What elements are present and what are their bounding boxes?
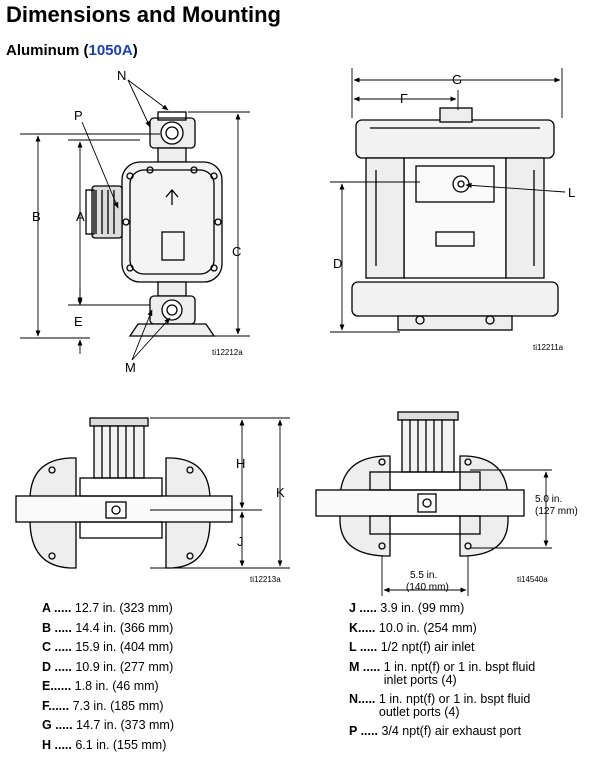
dim-label-d: D	[333, 256, 342, 271]
legend-row-h: H ..... 6.1 in. (155 mm)	[42, 736, 174, 756]
legend-key: G .....	[42, 718, 73, 732]
top-view-drawing	[15, 417, 233, 569]
dim-label-c: C	[232, 244, 241, 259]
legend-key: F......	[42, 698, 70, 713]
legend-row-c: C ..... 15.9 in. (404 mm)	[42, 638, 174, 658]
legend-value: 12.7 in. (323 mm)	[74, 601, 173, 615]
subtitle-suffix: )	[132, 42, 138, 59]
legend-key: A .....	[42, 601, 72, 615]
subtitle-prefix: Aluminum (	[6, 42, 89, 59]
legend-row-j: J ..... 3.9 in. (99 mm)	[349, 599, 535, 619]
side-view-dimensions	[20, 79, 250, 361]
legend-row-a: A ..... 12.7 in. (323 mm)	[42, 599, 174, 619]
legend-right: J ..... 3.9 in. (99 mm) K..... 10.0 in. …	[349, 599, 535, 741]
callout-m: M	[125, 360, 136, 375]
legend-value: 10.9 in. (277 mm)	[75, 659, 174, 674]
legend-row-g: G ..... 14.7 in. (373 mm)	[42, 716, 174, 736]
legend-row-k: K..... 10.0 in. (254 mm)	[349, 619, 535, 639]
dim-5-0-in: 5.0 in.	[535, 494, 562, 505]
legend-value: 1.8 in. (46 mm)	[74, 679, 159, 693]
legend-key: H .....	[42, 737, 72, 752]
legend-row-p: P ..... 3/4 npt(f) air exhaust port	[349, 722, 535, 742]
callout-n-side: N	[117, 68, 126, 83]
section-subtitle: Aluminum (1050A)	[6, 42, 138, 59]
legend-value: 3/4 npt(f) air exhaust port	[381, 723, 522, 738]
figure-id-top: ti12213a	[250, 575, 281, 584]
legend-row-e: E...... 1.8 in. (46 mm)	[42, 677, 174, 697]
legend-value-line1: 1 in. npt(f) or 1 in. bspt fluid	[378, 691, 531, 706]
model-number: 1050A	[88, 42, 133, 59]
dim-label-g: G	[452, 72, 462, 87]
legend-key: D .....	[42, 659, 72, 674]
legend-key: K.....	[349, 620, 376, 635]
dim-label-h: H	[236, 456, 245, 471]
top-view-2-dimensions	[381, 469, 552, 596]
dim-5-5-in: 5.5 in.	[410, 570, 437, 581]
legend-key: M .....	[349, 659, 381, 674]
legend-value: 6.1 in. (155 mm)	[75, 737, 167, 752]
legend-key: C .....	[42, 640, 72, 654]
legend-value-line1: 1 in. npt(f) or 1 in. bspt fluid	[383, 659, 536, 674]
legend-value: 3.9 in. (99 mm)	[380, 601, 465, 615]
legend-value: 14.4 in. (366 mm)	[75, 620, 174, 635]
dim-label-j: J	[237, 534, 244, 549]
front-view-dimensions	[330, 68, 566, 333]
page-title: Dimensions and Mounting	[6, 2, 281, 27]
legend-value: 10.0 in. (254 mm)	[378, 620, 477, 635]
legend-row-d: D ..... 10.9 in. (277 mm)	[42, 658, 174, 678]
legend-key: E......	[42, 679, 72, 693]
callout-l: L	[568, 185, 575, 200]
legend-row-f: F...... 7.3 in. (185 mm)	[42, 697, 174, 717]
dim-label-e: E	[74, 314, 83, 329]
dim-label-b: B	[32, 209, 41, 224]
callout-p: P	[74, 108, 83, 123]
legend-key: B .....	[42, 620, 72, 635]
legend-value: 7.3 in. (185 mm)	[72, 698, 164, 713]
side-view-drawing	[85, 111, 223, 337]
legend-value: 1/2 npt(f) air inlet	[380, 640, 475, 654]
dim-label-a: A	[76, 209, 85, 224]
legend-value: 15.9 in. (404 mm)	[75, 640, 174, 654]
legend-value-line2: inlet ports (4)	[383, 672, 457, 687]
legend-row-m: M ..... 1 in. npt(f) or 1 in. bspt fluid…	[349, 659, 536, 687]
top-view-dimensions	[150, 417, 290, 569]
figure-id-side: ti12212a	[212, 348, 243, 357]
legend-key: N.....	[349, 691, 376, 706]
dim-label-f: F	[400, 91, 408, 106]
dim-140-mm: (140 mm)	[406, 582, 449, 593]
legend-row-l: L ..... 1/2 npt(f) air inlet	[349, 638, 535, 658]
legend-key: J .....	[349, 601, 377, 615]
legend-value-line2: outlet ports (4)	[378, 704, 460, 719]
legend-value: 14.7 in. (373 mm)	[76, 718, 175, 732]
legend-key: P .....	[349, 723, 378, 738]
legend-left: A ..... 12.7 in. (323 mm) B ..... 14.4 i…	[42, 599, 174, 755]
legend-row-b: B ..... 14.4 in. (366 mm)	[42, 619, 174, 639]
legend-key: L .....	[349, 640, 378, 654]
figure-id-top2: ti14540a	[517, 575, 548, 584]
dim-127-mm: (127 mm)	[535, 506, 578, 517]
dim-label-k: K	[276, 485, 285, 500]
figure-id-front: ti12211a	[533, 343, 564, 352]
front-view-drawing	[351, 107, 559, 331]
top-view-2-drawing	[315, 411, 525, 557]
